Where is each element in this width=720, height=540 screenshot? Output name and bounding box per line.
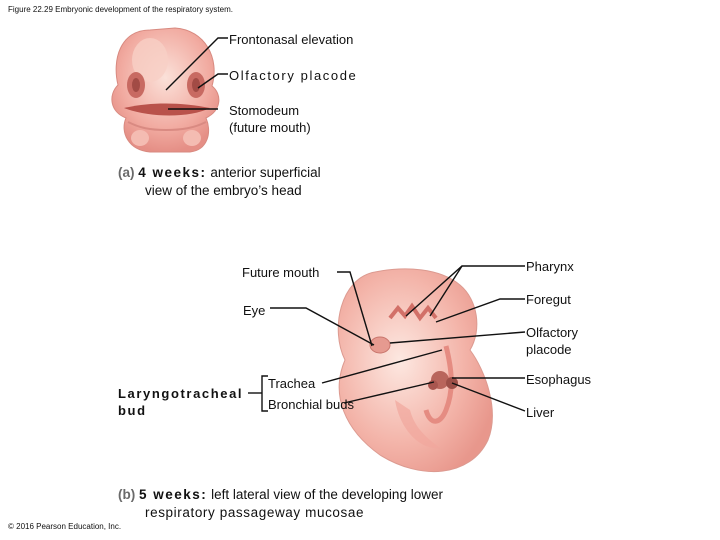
figure-title: Figure 22.29 Embryonic development of th… bbox=[8, 5, 233, 14]
caption-a-text1: anterior superficial bbox=[210, 165, 321, 180]
label-esophagus: Esophagus bbox=[526, 372, 592, 387]
label-frontonasal-elevation: Frontonasal elevation bbox=[229, 32, 354, 47]
label-foregut: Foregut bbox=[526, 292, 571, 307]
caption-a-line1: (a) 4 weeks: anterior superficial bbox=[118, 164, 321, 182]
label-olfactory-placode-a: Olfactory placode bbox=[229, 68, 358, 83]
caption-b-text1: left lateral view of the developing lowe… bbox=[211, 487, 443, 502]
caption-a-bold: 4 weeks: bbox=[138, 165, 207, 180]
label-stomodeum: Stomodeum bbox=[229, 103, 300, 118]
label-liver: Liver bbox=[526, 405, 555, 420]
label-pharynx: Pharynx bbox=[526, 259, 574, 274]
caption-b-line2: respiratory passageway mucosae bbox=[145, 505, 365, 520]
caption-b-bold: 5 weeks: bbox=[139, 487, 208, 502]
caption-a-line2: view of the embryo’s head bbox=[145, 183, 302, 198]
label-olfactory-b1: Olfactory bbox=[526, 325, 579, 340]
caption-b-line1: (b) 5 weeks: left lateral view of the de… bbox=[118, 486, 443, 504]
anterior-head-drawing bbox=[111, 27, 220, 153]
label-olfactory-b2: placode bbox=[526, 342, 572, 357]
leader-lines-b bbox=[248, 265, 526, 412]
lateral-embryo-drawing bbox=[337, 268, 493, 473]
label-laryngotracheal: Laryngotracheal bbox=[118, 386, 244, 401]
copyright: © 2016 Pearson Education, Inc. bbox=[8, 522, 122, 531]
leader-lines-a bbox=[165, 37, 228, 110]
label-eye: Eye bbox=[243, 303, 266, 318]
label-future-mouth-b: Future mouth bbox=[242, 265, 320, 280]
label-future-mouth-a: (future mouth) bbox=[229, 120, 311, 135]
label-bronchial-buds: Bronchial buds bbox=[268, 397, 354, 412]
caption-b-tag: (b) bbox=[118, 487, 136, 502]
label-laryngotracheal-bud: bud bbox=[118, 403, 147, 418]
caption-a-tag: (a) bbox=[118, 165, 135, 180]
label-trachea: Trachea bbox=[268, 376, 316, 391]
